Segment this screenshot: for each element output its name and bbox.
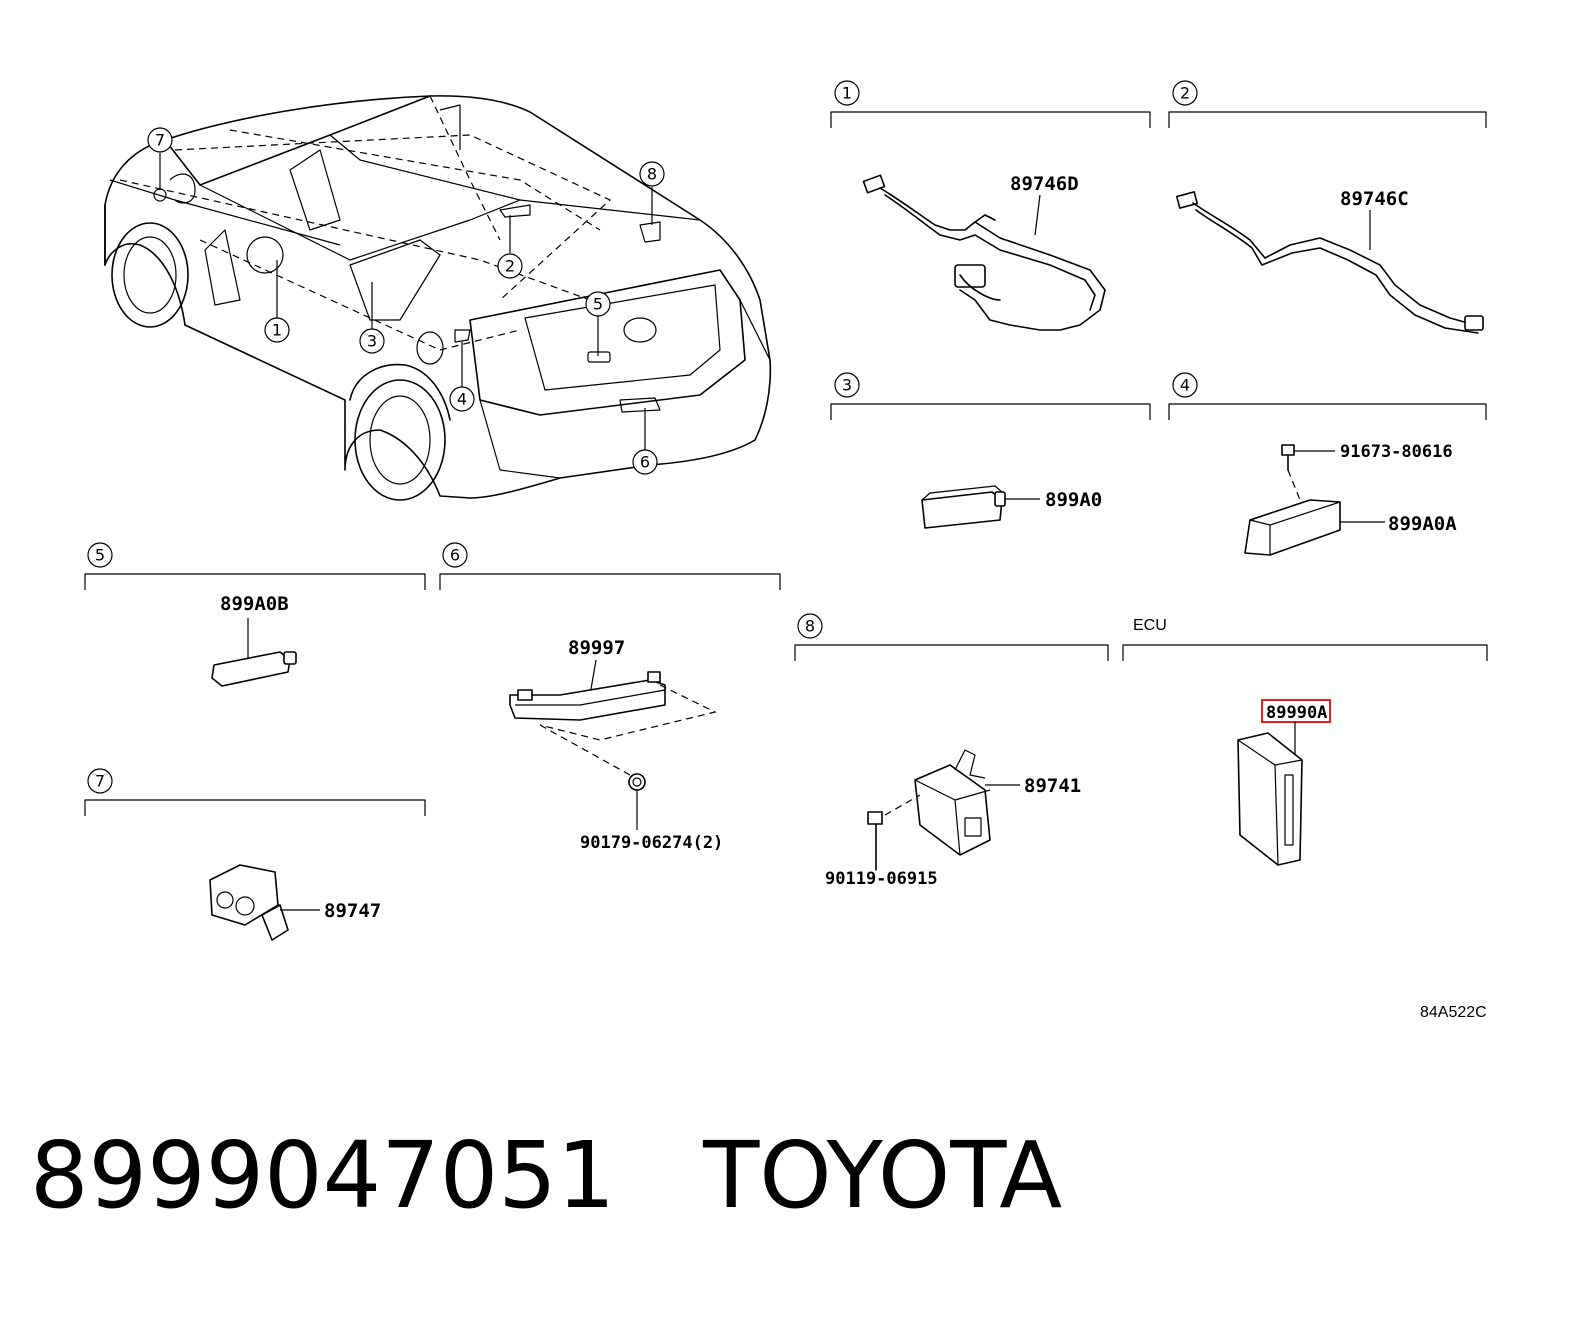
group-ecu: ECU 89990A — [1122, 617, 1488, 866]
svg-text:4: 4 — [1180, 376, 1190, 395]
svg-text:5: 5 — [95, 546, 105, 565]
group-7-sensor: 7 89747 — [84, 768, 426, 941]
part-89746D: 89746D — [1010, 173, 1079, 195]
callout-1: 1 — [264, 317, 290, 343]
group-4-antenna: 4 91673-80616 899A0A — [1168, 372, 1487, 556]
caption-part-number: 8999047051 — [30, 1122, 616, 1229]
part-89997: 89997 — [568, 637, 625, 659]
car-overview-illustration: 1 2 3 4 5 6 7 8 — [104, 95, 772, 501]
callout-8: 8 — [639, 161, 665, 187]
part-91673-80616: 91673-80616 — [1340, 442, 1453, 462]
svg-text:2: 2 — [505, 257, 515, 276]
svg-text:3: 3 — [842, 376, 852, 395]
reference-code: 84A522C — [1420, 1004, 1487, 1021]
svg-text:1: 1 — [842, 84, 852, 103]
svg-text:8: 8 — [647, 165, 657, 184]
part-899A0A: 899A0A — [1388, 513, 1457, 535]
svg-text:7: 7 — [95, 772, 105, 791]
part-899A0B: 899A0B — [220, 593, 289, 615]
part-90179-06274: 90179-06274(2) — [580, 833, 723, 853]
svg-text:1: 1 — [272, 321, 282, 340]
group-6-bracket: 6 89997 90179-06274(2) — [439, 542, 781, 853]
group-3-antenna: 3 899A0 — [830, 372, 1151, 529]
svg-text:6: 6 — [640, 453, 650, 472]
svg-text:6: 6 — [450, 546, 460, 565]
part-89746C: 89746C — [1340, 188, 1409, 210]
group-1-wire-harness: 1 89746D — [830, 80, 1151, 331]
svg-text:2: 2 — [1180, 84, 1190, 103]
ecu-title: ECU — [1133, 617, 1167, 634]
callout-4: 4 — [449, 386, 475, 412]
group-8-module: 8 89741 90119-06915 — [794, 613, 1109, 889]
callout-3: 3 — [359, 328, 385, 354]
svg-text:5: 5 — [593, 295, 603, 314]
part-89747: 89747 — [324, 900, 381, 922]
part-89741: 89741 — [1024, 775, 1081, 797]
svg-text:7: 7 — [155, 131, 165, 150]
callout-2: 2 — [497, 253, 523, 279]
callout-6: 6 — [632, 449, 658, 475]
highlight-box — [1261, 699, 1331, 723]
callout-7: 7 — [147, 127, 173, 153]
callout-5: 5 — [585, 291, 611, 317]
svg-text:3: 3 — [367, 332, 377, 351]
caption-brand: TOYOTA — [703, 1122, 1063, 1229]
group-2-wire-harness: 2 89746C — [1168, 80, 1487, 334]
svg-text:4: 4 — [457, 390, 467, 409]
part-899A0: 899A0 — [1045, 489, 1102, 511]
group-5-antenna: 5 899A0B — [84, 542, 426, 687]
part-90119-06915: 90119-06915 — [825, 869, 938, 889]
svg-text:8: 8 — [805, 617, 815, 636]
part-89990A[interactable]: 89990A — [1266, 703, 1327, 723]
caption: 8999047051 TOYOTA — [30, 1130, 1062, 1222]
